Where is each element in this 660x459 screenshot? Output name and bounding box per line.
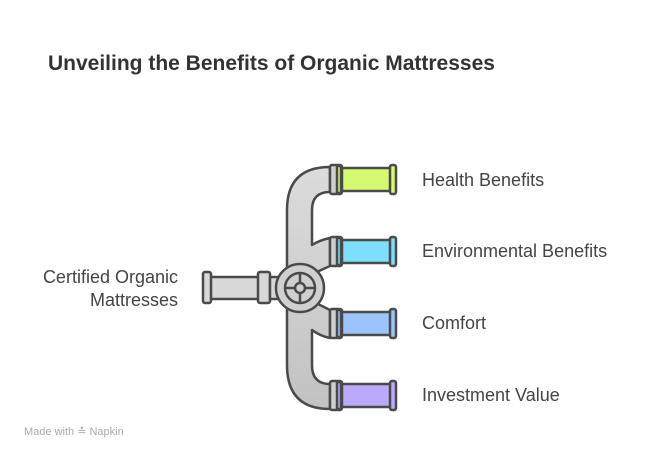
footer-brand: Napkin (89, 426, 124, 438)
output-pipe-3 (328, 379, 398, 412)
output-pipe-2 (328, 307, 398, 340)
output-label-comfort: Comfort (422, 313, 487, 333)
output-label-health: Health Benefits (422, 170, 545, 190)
valve-icon (274, 262, 326, 314)
source-label: Certified Organic Mattresses (43, 266, 178, 312)
footer-credit: Made with ≛ Napkin (24, 425, 124, 438)
page-title: Unveiling the Benefits of Organic Mattre… (48, 52, 495, 75)
input-pipe (201, 270, 284, 305)
source-line-1: Certified Organic (42, 267, 178, 287)
source-line-2: Mattresses (89, 290, 178, 310)
footer-made-with: Made with (24, 426, 75, 438)
output-label-investment: Investment Value (422, 385, 560, 405)
output-pipe-1 (328, 235, 398, 268)
napkin-logo-icon: ≛ (77, 426, 87, 438)
output-pipe-0 (328, 163, 398, 196)
output-label-environmental: Environmental Benefits (422, 241, 608, 261)
